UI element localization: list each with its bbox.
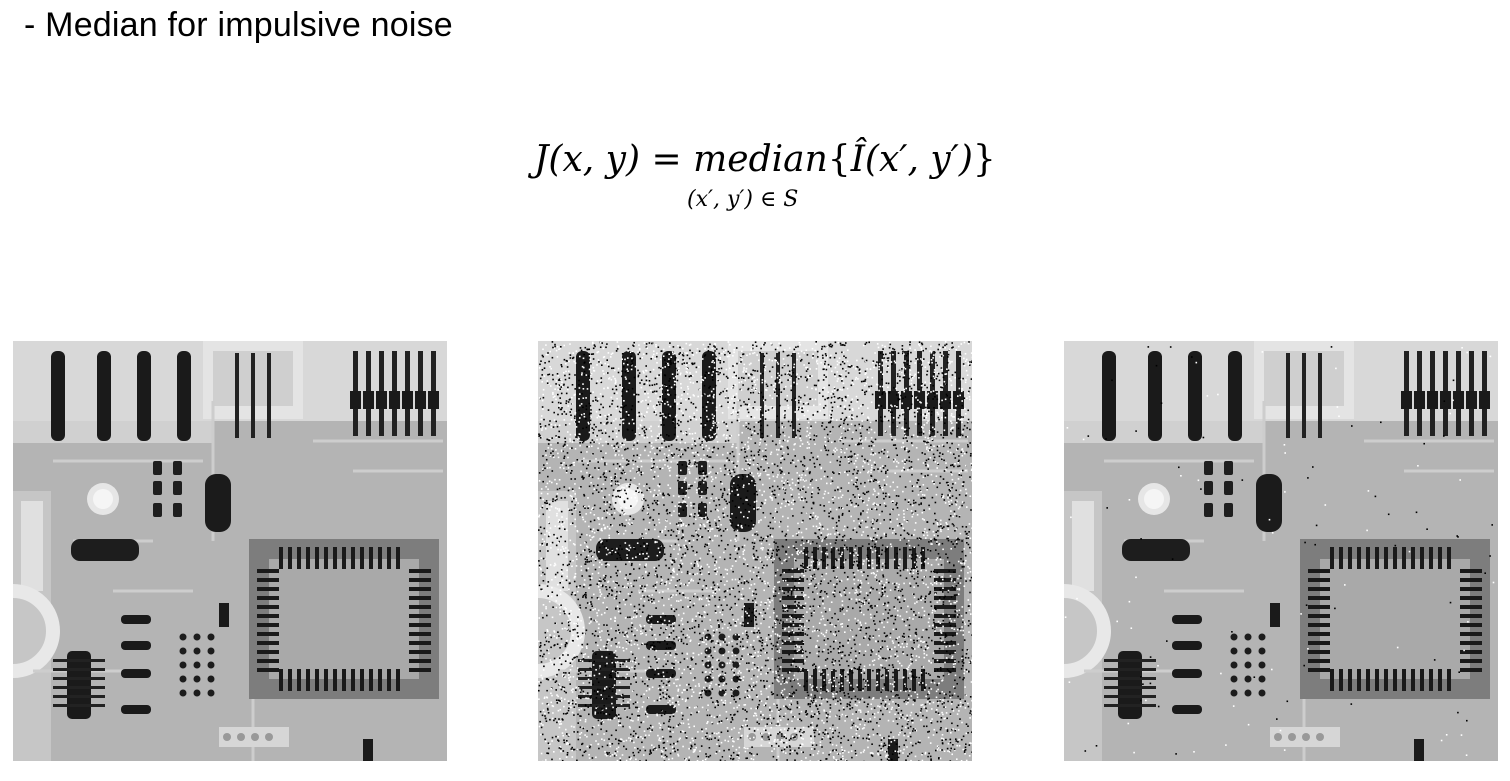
formula-operator: median: [693, 139, 828, 180]
formula-lhs: J(x, y): [534, 139, 641, 180]
original-image: [13, 341, 447, 761]
circuit-board-filtered: [1064, 341, 1498, 761]
filtered-image: [1064, 341, 1498, 761]
circuit-board-noisy: [538, 341, 972, 761]
formula-argument: Î(x′, y′): [850, 139, 973, 180]
noisy-image: [538, 341, 972, 761]
median-formula: J(x, y) = median{Î(x′, y′)}: [534, 139, 996, 180]
circuit-board-original: [13, 341, 447, 761]
formula-subscript: (x′, y′) ∈ S: [687, 187, 799, 212]
formula-equals: =: [651, 139, 682, 180]
slide-title: - Median for impulsive noise: [24, 6, 453, 44]
